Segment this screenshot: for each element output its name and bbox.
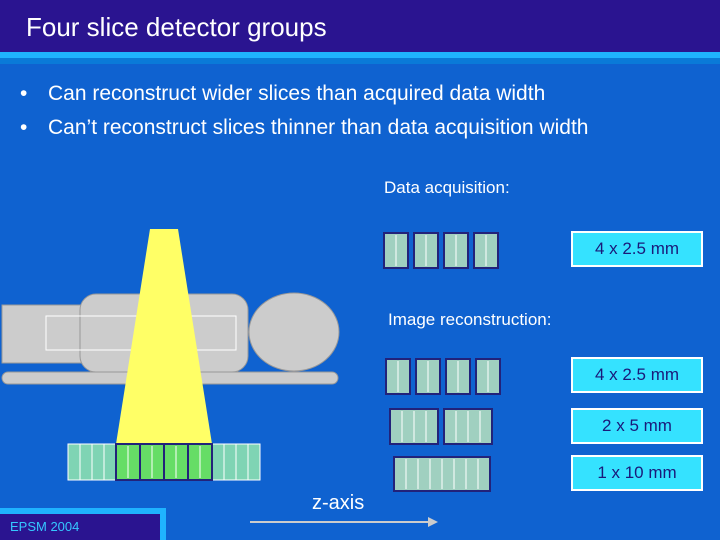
z-axis-arrow [250, 517, 438, 527]
bullet-dot: • [20, 82, 28, 105]
title-divider [0, 52, 720, 58]
reconstruction-width-label: 2 x 5 mm [571, 408, 703, 444]
reconstruction-group-2x5 [389, 408, 493, 445]
reconstruction-group-4x2.5 [385, 358, 501, 395]
reconstruction-width-label: 1 x 10 mm [571, 455, 703, 491]
bullet-item: • Can reconstruct wider slices than acqu… [20, 82, 588, 116]
acquisition-detector-group [383, 232, 499, 269]
title-bar: Four slice detector groups [0, 0, 720, 52]
image-reconstruction-heading: Image reconstruction: [388, 310, 552, 329]
footer-accent-side [160, 514, 166, 540]
title-divider-shadow [0, 58, 720, 64]
reconstruction-width-label: 4 x 2.5 mm [571, 357, 703, 393]
detector-array-left [67, 443, 117, 481]
detector-array-right [211, 443, 261, 481]
bullet-dot: • [20, 116, 28, 139]
z-axis-label: z-axis [312, 492, 365, 514]
bullet-item: • Can’t reconstruct slices thinner than … [20, 116, 588, 150]
bullet-text: Can’t reconstruct slices thinner than da… [48, 116, 589, 139]
footer-text: EPSM 2004 [0, 514, 160, 540]
patient-head [248, 292, 340, 372]
acquisition-width-label: 4 x 2.5 mm [571, 231, 703, 267]
reconstruction-group-1x10 [393, 456, 491, 492]
data-acquisition-heading: Data acquisition: [384, 178, 510, 197]
xray-beam [116, 229, 212, 444]
bullet-list: • Can reconstruct wider slices than acqu… [20, 82, 588, 150]
slide-title: Four slice detector groups [26, 12, 327, 42]
footer-accent [0, 508, 166, 514]
detector-array-active [115, 443, 213, 481]
bullet-text: Can reconstruct wider slices than acquir… [48, 82, 546, 105]
